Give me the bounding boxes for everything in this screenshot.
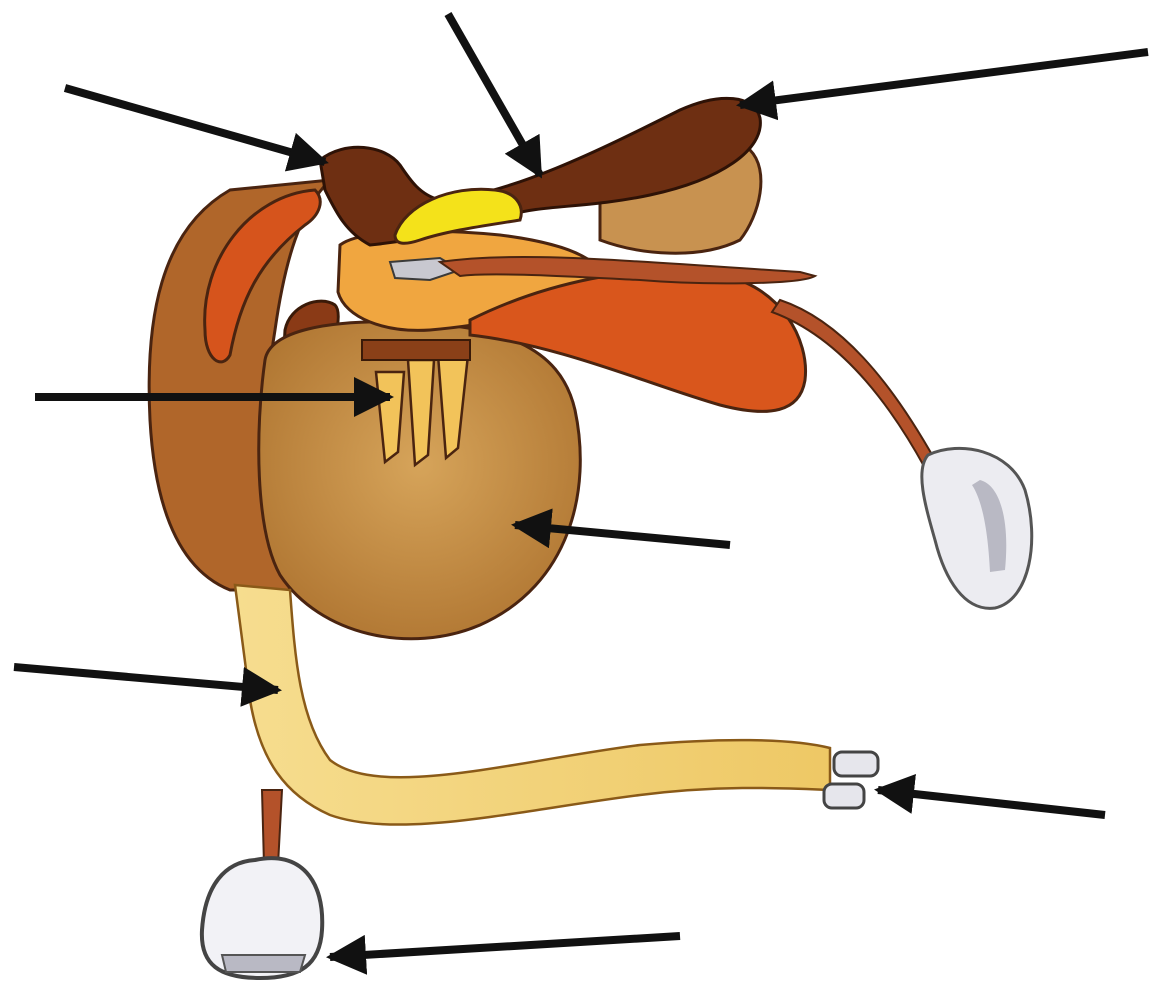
arrow-seat	[448, 14, 540, 175]
arrow-girth-buckle	[878, 790, 1105, 815]
arrow-girth	[14, 667, 278, 690]
arrow-pommel	[65, 88, 325, 162]
stirrup-leather-left	[262, 790, 282, 865]
arrow-cantle	[740, 52, 1148, 105]
arrow-stirrup-iron	[330, 936, 680, 957]
girth	[235, 585, 830, 825]
girth-buckles	[824, 752, 878, 808]
stirrup-iron-right	[922, 448, 1032, 608]
saddle	[149, 98, 1032, 978]
